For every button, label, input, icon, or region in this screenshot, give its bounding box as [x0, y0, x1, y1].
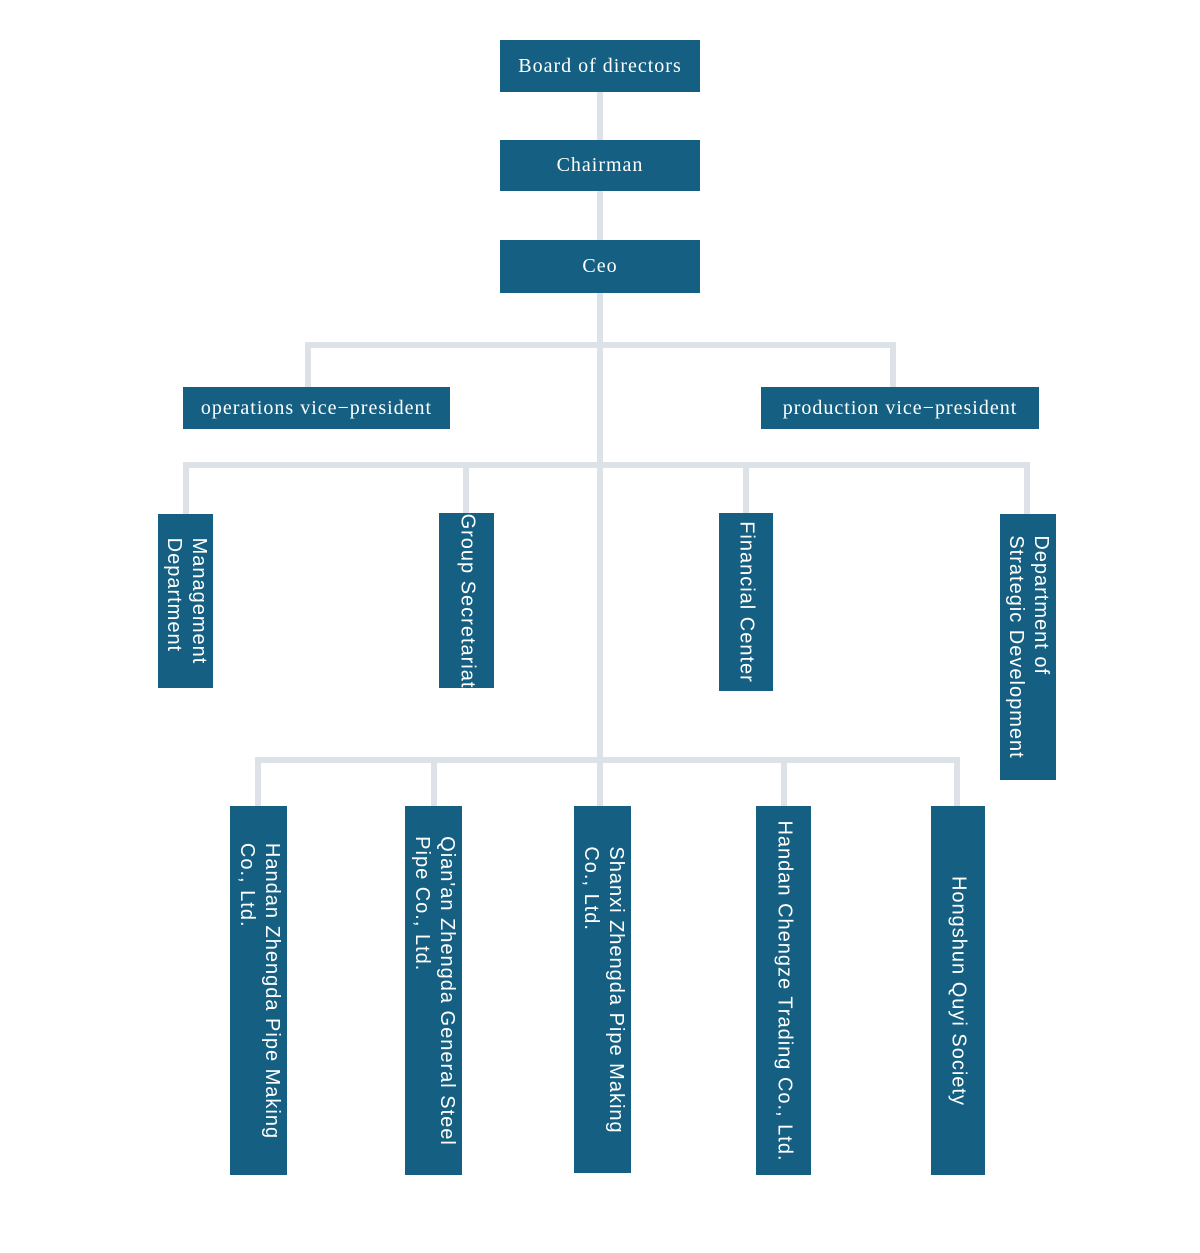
- node-hongshun-quyi-society: Hongshun Quyi Society: [931, 806, 985, 1175]
- node-group-secretariat: Group Secretariat: [439, 513, 494, 688]
- connector-dept-branch: [183, 462, 1030, 468]
- node-handan-chengze-trading-vtext: Handan Chengze Trading Co., Ltd.: [771, 806, 796, 1175]
- connector-drop-handan-zhengda: [255, 757, 261, 806]
- connector-drop-handan-chengze: [781, 757, 787, 806]
- connector-drop-production-vp: [890, 342, 896, 387]
- node-operations-vice-president-label: operations vice−president: [200, 396, 433, 419]
- connector-drop-management-department: [183, 462, 189, 514]
- node-management-department-label: Management Department: [162, 537, 210, 665]
- connector-trunk: [597, 293, 603, 763]
- node-shanxi-zhengda-pipe: Shanxi Zhengda Pipe Making Co., Ltd.: [574, 806, 631, 1173]
- connector-vp-branch: [305, 342, 896, 348]
- node-management-department: Management Department: [158, 514, 213, 688]
- node-group-secretariat-vtext: Group Secretariat: [454, 513, 479, 688]
- node-handan-zhengda-pipe-label: Handan Zhengda Pipe Making Co., Ltd.: [235, 842, 283, 1139]
- node-handan-zhengda-pipe-vtext: Handan Zhengda Pipe Making Co., Ltd.: [234, 806, 284, 1175]
- node-chairman: Chairman: [500, 140, 700, 191]
- connector-board-chairman: [597, 92, 603, 140]
- node-shanxi-zhengda-pipe-label: Shanxi Zhengda Pipe Making Co., Ltd.: [579, 845, 627, 1134]
- connector-drop-hongshun-quyi: [954, 757, 960, 806]
- node-qianan-zhengda-steel: Qian'an Zhengda General Steel Pipe Co., …: [405, 806, 462, 1175]
- node-financial-center-vtext: Financial Center: [734, 513, 759, 691]
- connector-drop-strategic-development: [1024, 462, 1030, 514]
- node-handan-zhengda-pipe: Handan Zhengda Pipe Making Co., Ltd.: [230, 806, 287, 1175]
- node-operations-vice-president: operations vice−president: [183, 387, 450, 429]
- node-financial-center: Financial Center: [719, 513, 773, 691]
- node-ceo-label: Ceo: [582, 255, 618, 277]
- node-production-vice-president-label: production vice−president: [782, 396, 1018, 419]
- connector-drop-financial-center: [743, 462, 749, 514]
- node-qianan-zhengda-steel-label: Qian'an Zhengda General Steel Pipe Co., …: [410, 835, 458, 1146]
- node-chairman-label: Chairman: [556, 154, 644, 176]
- connector-drop-qianan-zhengda: [431, 757, 437, 806]
- node-handan-chengze-trading: Handan Chengze Trading Co., Ltd.: [756, 806, 811, 1175]
- node-handan-chengze-trading-label: Handan Chengze Trading Co., Ltd.: [773, 819, 795, 1162]
- connector-chairman-ceo: [597, 191, 603, 240]
- connector-company-branch: [255, 757, 960, 763]
- node-board-of-directors: Board of directors: [500, 40, 700, 92]
- node-shanxi-zhengda-pipe-vtext: Shanxi Zhengda Pipe Making Co., Ltd.: [578, 806, 628, 1173]
- node-ceo: Ceo: [500, 240, 700, 293]
- node-strategic-development-vtext: Department of Strategic Development: [1003, 514, 1053, 780]
- node-hongshun-quyi-society-vtext: Hongshun Quyi Society: [946, 806, 971, 1175]
- connector-drop-group-secretariat: [463, 462, 469, 514]
- node-qianan-zhengda-steel-vtext: Qian'an Zhengda General Steel Pipe Co., …: [409, 806, 459, 1175]
- node-management-department-vtext: Management Department: [161, 514, 211, 688]
- node-production-vice-president: production vice−president: [761, 387, 1039, 429]
- node-strategic-development: Department of Strategic Development: [1000, 514, 1056, 780]
- node-financial-center-label: Financial Center: [735, 521, 758, 683]
- connector-drop-shanxi-zhengda: [597, 757, 603, 806]
- node-hongshun-quyi-society-label: Hongshun Quyi Society: [947, 875, 970, 1106]
- connector-drop-operations-vp: [305, 342, 311, 387]
- node-group-secretariat-label: Group Secretariat: [456, 513, 478, 688]
- node-board-of-directors-label: Board of directors: [518, 54, 682, 77]
- node-strategic-development-label: Department of Strategic Development: [1005, 535, 1052, 759]
